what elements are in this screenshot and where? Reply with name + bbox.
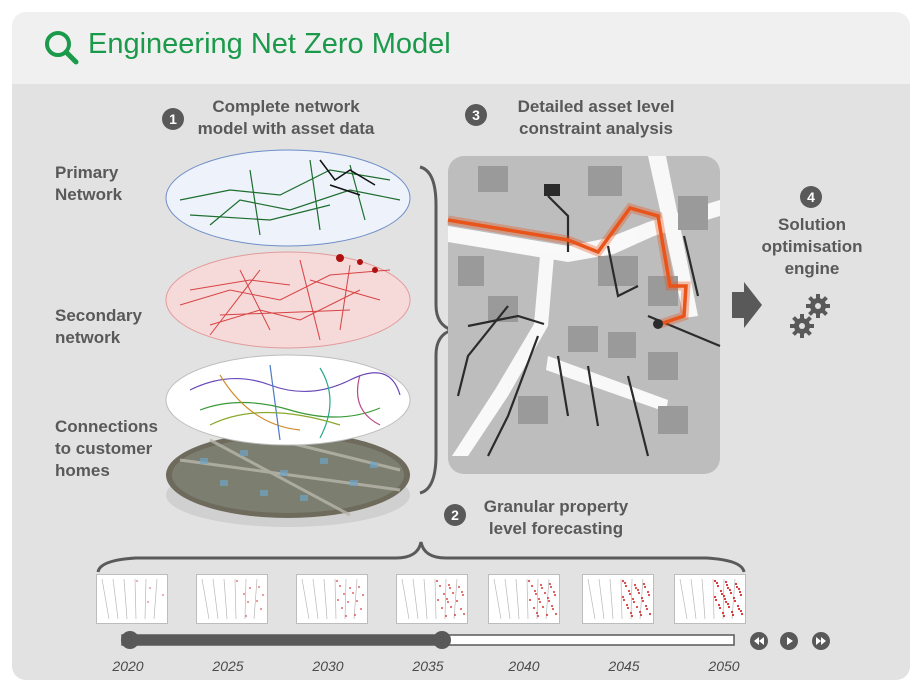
year-label: 2040 [508, 658, 540, 674]
step4-line3: engine [784, 259, 840, 278]
secondary-layer [165, 354, 411, 446]
forecast-thumbnail[interactable] [488, 574, 560, 624]
red-network-layer [165, 251, 411, 349]
network-layers-stack [165, 149, 411, 527]
year-label: 2050 [708, 658, 740, 674]
step3-line2: constraint analysis [518, 119, 673, 138]
step4-label: Solution optimisation engine [752, 214, 872, 280]
play-button[interactable] [780, 632, 798, 650]
forecast-thumbnail[interactable] [96, 574, 168, 624]
year-label: 2025 [212, 658, 244, 674]
gears-icon [790, 294, 830, 338]
step1-label: Complete network model with asset data [186, 96, 386, 140]
arrow-right-icon [732, 282, 762, 328]
forecast-thumbnail[interactable] [296, 574, 368, 624]
rewind-icon [754, 637, 764, 645]
step2-line2: level forecasting [488, 519, 624, 538]
secondary-network-label: Secondary network [55, 305, 142, 349]
primary-network-label: Primary Network [55, 162, 122, 206]
step3-label: Detailed asset level constraint analysis [486, 96, 706, 140]
primary-line2: Network [55, 185, 123, 204]
forecast-thumbnail[interactable] [196, 574, 268, 624]
step-number-badge: 1 [162, 108, 184, 130]
connections-line2: to customer [55, 439, 153, 458]
primary-line1: Primary [55, 163, 119, 182]
connections-label: Connections to customer homes [55, 416, 158, 482]
year-label: 2045 [608, 658, 640, 674]
connections-line1: Connections [55, 417, 158, 436]
rewind-button[interactable] [750, 632, 768, 650]
play-icon [787, 637, 793, 645]
step-number-badge: 3 [465, 104, 487, 126]
timeline-bracket [96, 541, 746, 573]
step-number-badge: 4 [800, 186, 822, 208]
fast-forward-icon [816, 637, 826, 645]
year-label: 2030 [312, 658, 344, 674]
primary-network-layer [165, 149, 411, 247]
step3-line1: Detailed asset level [517, 97, 675, 116]
year-label: 2035 [412, 658, 444, 674]
step4-line2: optimisation [761, 237, 863, 256]
search-icon [45, 31, 79, 65]
title-tab [12, 12, 560, 84]
step2-line1: Granular property [483, 497, 629, 516]
slider-handle[interactable] [433, 631, 451, 649]
secondary-line1: Secondary [55, 306, 142, 325]
step1-line2: model with asset data [197, 119, 375, 138]
page-title: Engineering Net Zero Model [88, 28, 451, 60]
step4-line1: Solution [778, 215, 846, 234]
secondary-line2: network [55, 328, 121, 347]
fast-forward-button[interactable] [812, 632, 830, 650]
step-number-badge: 2 [444, 504, 466, 526]
year-label: 2020 [112, 658, 144, 674]
forecast-thumbnail[interactable] [396, 574, 468, 624]
step1-line1: Complete network [212, 97, 360, 116]
timeline-slider[interactable] [118, 628, 738, 652]
forecast-thumbnail[interactable] [582, 574, 654, 624]
slider-start-handle[interactable] [121, 631, 139, 649]
asset-constraint-map [447, 156, 721, 474]
step2-label: Granular property level forecasting [466, 496, 646, 540]
forecast-thumbnail[interactable] [674, 574, 746, 624]
connections-line3: homes [55, 461, 110, 480]
